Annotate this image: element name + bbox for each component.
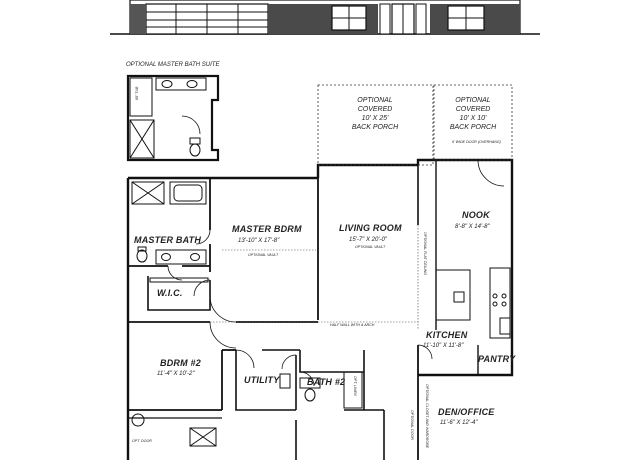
master-bdrm-dims: 13'-10" X 17'-8" (238, 238, 280, 244)
sliding-door-note: 6' WIDE DOOR (OVERHANG) (452, 140, 501, 144)
dashed-lines (210, 225, 420, 330)
opt-closet-note: OPTIONAL CLOSET AND WARDROBE (425, 384, 429, 449)
door-swings (167, 159, 505, 387)
utility-name: UTILITY (244, 375, 280, 385)
porch1-line2: COVERED (358, 106, 393, 113)
den-dims: 11'-6" X 12'-4" (440, 420, 478, 426)
flat-ceiling-note: OPTIONAL FLAT CEILING (423, 232, 427, 275)
nook-dims: 8'-8" X 14'-8" (455, 224, 490, 230)
fixtures (131, 181, 511, 447)
opt-den-door-note: OPTIONAL DOOR (410, 410, 414, 440)
porch2-line1: OPTIONAL (455, 97, 491, 104)
opt-linen-note: OPT. LINEN (353, 376, 357, 396)
living-room-name: LIVING ROOM (339, 223, 402, 233)
bath2-name: BATH #2 (307, 377, 345, 387)
optional-bath-suite-label: OPTIONAL MASTER BATH SUITE (126, 62, 220, 68)
wic-name: W.I.C. (157, 288, 183, 298)
porch1-line4: BACK PORCH (352, 124, 399, 131)
porch2-line3: 10' X 10' (460, 115, 487, 122)
bath-tub-label: 60" TUB (135, 86, 139, 100)
den-name: DEN/OFFICE (438, 407, 495, 417)
half-wall-note: HALF WALL WITH & ARCH (330, 323, 375, 327)
master-bath-name: MASTER BATH (134, 235, 201, 245)
kitchen-dims: 11'-10" X 11'-8" (423, 343, 464, 349)
kitchen-name: KITCHEN (426, 330, 468, 340)
master-bdrm-name: MASTER BDRM (232, 224, 302, 234)
back-porches (317, 84, 513, 166)
pantry-name: PANTRY (478, 354, 516, 364)
master-bdrm-note: OPTIONAL VAULT (248, 253, 279, 257)
nook-name: NOOK (462, 210, 491, 220)
living-room-note: OPTIONAL VAULT (355, 245, 386, 249)
porch1-line1: OPTIONAL (357, 97, 393, 104)
porch2-line2: COVERED (456, 106, 491, 113)
opt-door-note: OPT. DOOR (132, 439, 152, 443)
porch2-line4: BACK PORCH (450, 124, 497, 131)
living-room-dims: 15'-7" X 20'-0" (349, 237, 388, 243)
bdrm2-name: BDRM #2 (160, 358, 201, 368)
porch1-line3: 10' X 25' (362, 115, 389, 122)
front-elevation (110, 0, 540, 35)
bdrm2-dims: 11'-4" X 10'-2" (157, 371, 195, 377)
optional-bath-suite (126, 74, 220, 162)
